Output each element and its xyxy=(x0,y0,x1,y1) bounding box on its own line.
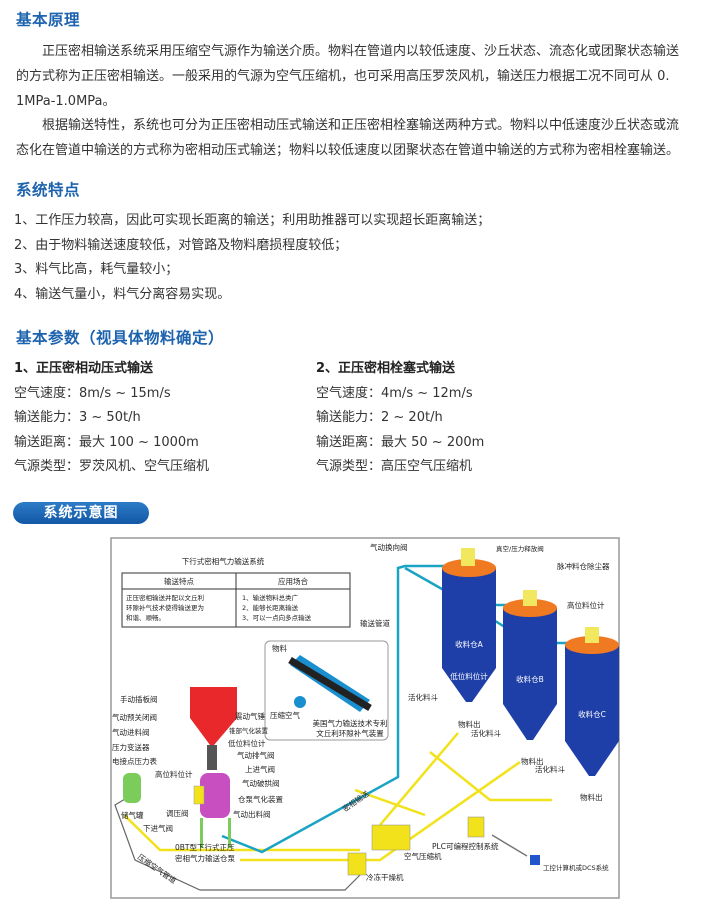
label: 文丘利环隙补气装置 xyxy=(316,728,384,738)
feature-item: 4、输送气量小，料气分离容易实现。 xyxy=(14,287,231,302)
label: 活化料斗 xyxy=(535,764,565,774)
label: 高位料位计 xyxy=(567,600,605,610)
label: 收料仓A xyxy=(455,639,483,649)
param-row: 气源类型：罗茨风机、空气压缩机 xyxy=(14,459,210,474)
param-row: 气源类型：高压空气压缩机 xyxy=(316,459,473,474)
label: PLC可编程控制系统 xyxy=(432,841,499,851)
label: 物料 xyxy=(272,643,287,653)
label: 密相气力输送仓泵 xyxy=(175,853,235,863)
feature-item: 1、工作压力较高，因此可实现长距离的输送；利用助推器可以实现超长距离输送； xyxy=(14,213,491,228)
air-tank xyxy=(123,773,141,803)
plc-cabinet xyxy=(467,816,485,838)
feature-item: 2、由于物料输送速度较低，对管路及物料磨损程度较低； xyxy=(14,238,348,253)
label: 脉冲料仓除尘器 xyxy=(557,561,610,571)
table-header: 应用场合 xyxy=(278,576,308,586)
paragraph-line: 1MPa-1.0MPa。 xyxy=(16,94,116,109)
diagram-labels: 气动换向阀 输送管道 物料 压缩空气 美国气力输送技术专利 文丘利环隙补气装置 … xyxy=(112,542,610,886)
silo-c xyxy=(565,627,619,776)
label: 高位料位计 xyxy=(155,769,193,779)
label: 气动破拱阀 xyxy=(242,778,280,788)
param-row: 空气速度：8m/s ~ 15m/s xyxy=(14,385,171,401)
label: 气动进料阀 xyxy=(112,727,150,737)
label: 低位料位计 xyxy=(228,738,266,748)
paragraph-line: 根据输送特性，系统也可分为正压密相动压式输送和正压密相栓塞输送两种方式。物料以中… xyxy=(42,118,680,133)
table-cell: 3、可以一点向多点输送 xyxy=(242,613,312,622)
label: 储气罐 xyxy=(121,810,144,820)
diagram-section-button: 系统示意图 xyxy=(13,502,149,524)
control-lines xyxy=(123,732,552,862)
param-column-title: 1、正压密相动压式输送 xyxy=(14,361,154,376)
table-header: 输送特点 xyxy=(164,576,194,586)
param-row: 输送能力：3 ~ 50t/h xyxy=(14,410,141,425)
label: 压力变送器 xyxy=(112,742,150,752)
label: 气动预关闭阀 xyxy=(112,712,157,722)
table-cell: 2、能够长距离输送 xyxy=(242,603,299,612)
section-title-params: 基本参数（视具体物料确定） xyxy=(16,329,225,347)
label: 电接点压力表 xyxy=(112,756,157,766)
feature-item: 3、料气比高，耗气量较小； xyxy=(14,262,179,277)
label: 活化料斗 xyxy=(471,728,501,738)
label: 气动排气阀 xyxy=(237,750,275,760)
label: 收料仓C xyxy=(578,709,606,719)
param-column-title: 2、正压密相栓塞式输送 xyxy=(316,361,456,376)
diagram-canvas: 下行式密相气力输送系统 输送特点 应用场合 正压密相输送并配以文丘利 环隙补气技… xyxy=(110,537,620,899)
feed-hopper xyxy=(190,687,237,770)
table-cell: 环隙补气技术使得输送更为 xyxy=(126,603,204,612)
venturi-device xyxy=(288,655,372,712)
computer-icon xyxy=(530,855,540,865)
label: 真空/压力释放阀 xyxy=(496,544,544,553)
table-cell: 正压密相输送并配以文丘利 xyxy=(126,593,204,602)
label: 0BT型下行式正压 xyxy=(175,842,235,852)
paragraph-line: 的方式称为正压密相输送。一般采用的气源为空气压缩机，也可采用高压罗茨风机，输送压… xyxy=(16,69,670,84)
silo-b xyxy=(503,590,557,740)
communication-link xyxy=(491,834,528,857)
param-row: 输送距离：最大 50 ~ 200m xyxy=(316,434,485,450)
label: 气动换向阀 xyxy=(370,542,408,552)
label: 手动插板阀 xyxy=(120,694,158,704)
label: 震动气锤 xyxy=(235,711,265,721)
label: 仓泵气化装置 xyxy=(238,794,283,804)
label: 输送管道 xyxy=(360,618,390,628)
table-cell: 和谐、顺畅。 xyxy=(126,613,165,622)
silo-a xyxy=(442,548,496,702)
dryer-unit xyxy=(347,852,367,876)
label: 上进气阀 xyxy=(245,764,275,774)
label: 冷冻干燥机 xyxy=(366,872,404,882)
pump-vessel xyxy=(193,773,231,848)
label: 物料出 xyxy=(458,719,481,729)
label: 锥部气化装置 xyxy=(229,726,269,735)
label: 调压阀 xyxy=(166,809,189,818)
label: 压缩空气 xyxy=(270,710,300,720)
air-compressor xyxy=(371,824,411,851)
label: 活化料斗 xyxy=(408,692,438,702)
param-row: 空气速度：4m/s ~ 12m/s xyxy=(316,385,473,401)
section-title-features: 系统特点 xyxy=(16,181,81,199)
paragraph-line: 态化在管道中输送的方式称为密相动压式输送；物料以较低速度以团聚状态在管道中输送的… xyxy=(16,143,680,158)
label: 物料出 xyxy=(521,756,544,766)
features-table xyxy=(121,572,351,628)
label: 物料出 xyxy=(580,792,603,802)
diagram-title: 下行式密相气力输送系统 xyxy=(182,556,265,566)
label: 空气压缩机 xyxy=(404,851,442,861)
param-column-dynamic: 1、正压密相动压式输送 空气速度：8m/s ~ 15m/s 输送能力：3 ~ 5… xyxy=(14,357,209,480)
label: 美国气力输送技术专利 xyxy=(313,718,388,728)
label: 气动出料阀 xyxy=(233,809,271,819)
param-row: 输送能力：2 ~ 20t/h xyxy=(316,410,443,425)
air-pipe-line xyxy=(114,789,361,891)
label: 低位料位计 xyxy=(450,671,488,681)
paragraph-line: 正压密相输送系统采用压缩空气源作为输送介质。物料在管道内以较低速度、沙丘状态、流… xyxy=(42,44,680,59)
system-diagram: 下行式密相气力输送系统 输送特点 应用场合 正压密相输送并配以文丘利 环隙补气技… xyxy=(110,537,620,899)
section-title-principle: 基本原理 xyxy=(16,11,81,29)
label: 工控计算机或DCS系统 xyxy=(543,863,609,872)
label: 收料仓B xyxy=(516,674,544,684)
label: 下进气阀 xyxy=(143,823,173,833)
param-row: 输送距离：最大 100 ~ 1000m xyxy=(14,434,199,450)
param-column-plug: 2、正压密相栓塞式输送 空气速度：4m/s ~ 12m/s 输送能力：2 ~ 2… xyxy=(316,357,484,480)
table-cell: 1、输送物料总类广 xyxy=(242,593,299,602)
